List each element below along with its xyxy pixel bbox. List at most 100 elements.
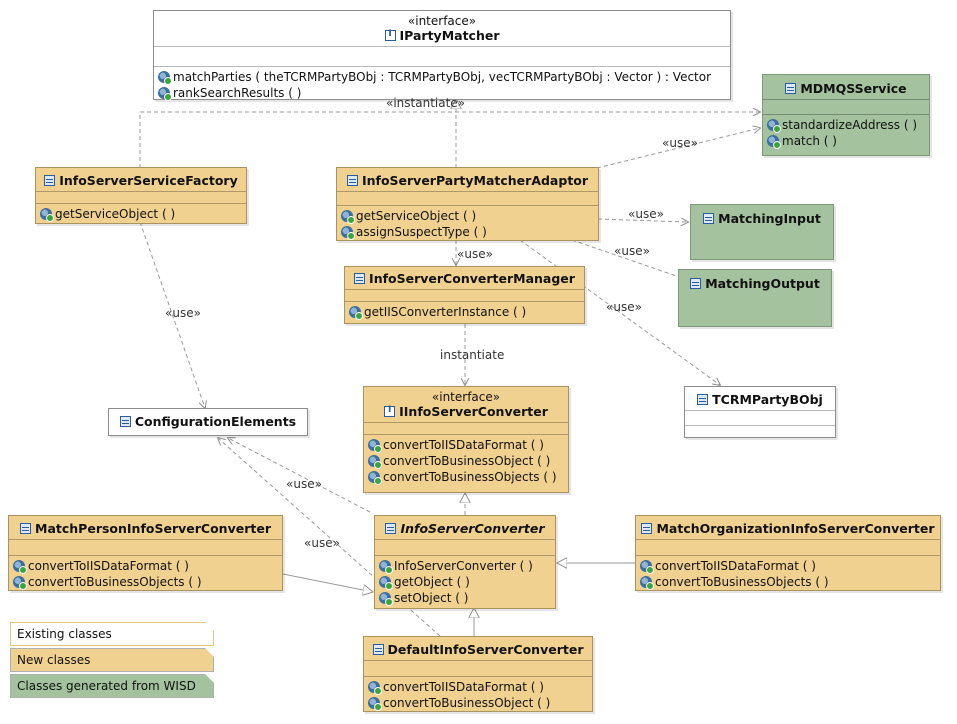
operation[interactable]: assignSuspectType ( ) [341, 224, 594, 240]
operation[interactable]: match ( ) [767, 133, 925, 149]
class-matchpersoninfoserverconverter[interactable]: MatchPersonInfoServerConverter convertTo… [8, 515, 283, 591]
edge-use-iinfo-config [228, 438, 371, 513]
legend-existing-classes: Existing classes [10, 622, 214, 646]
class-header: ConfigurationElements [109, 409, 307, 432]
class-infoserverconvertermanager[interactable]: InfoServerConverterManager getIISConvert… [344, 266, 585, 324]
interface-icon [384, 405, 396, 417]
edge-label-use: «use» [304, 536, 340, 550]
class-header: MatchingInput [691, 205, 833, 229]
class-icon [354, 273, 366, 284]
edge-label-use: «use» [457, 247, 493, 261]
class-infoserverconverter[interactable]: InfoServerConverter InfoServerConverter … [374, 515, 556, 609]
method-icon [368, 455, 382, 469]
operation[interactable]: convertToBusinessObjects ( ) [13, 574, 278, 590]
method-icon [368, 471, 382, 485]
edge-label-instantiate: «instantiate» [386, 96, 466, 110]
class-name: MatchingOutput [705, 276, 820, 291]
operation[interactable]: InfoServerConverter ( ) [379, 558, 551, 574]
class-mdmqsservice[interactable]: MDMQSService standardizeAddress ( ) matc… [762, 74, 930, 156]
operation[interactable]: rankSearchResults ( ) [158, 85, 726, 101]
operation[interactable]: matchParties ( theTCRMPartyBObj : TCRMPa… [158, 69, 726, 85]
class-matchorganizationinfoserverconverter[interactable]: MatchOrganizationInfoServerConverter con… [635, 515, 941, 591]
method-icon [13, 560, 27, 574]
attributes-compartment [337, 191, 598, 205]
class-infoserverpartymatcheradaptor[interactable]: InfoServerPartyMatcherAdaptor getService… [336, 167, 599, 241]
operation[interactable]: getIISConverterInstance ( ) [349, 304, 580, 320]
class-icon [703, 213, 715, 224]
class-name: IPartyMatcher [399, 28, 500, 43]
class-icon [697, 394, 709, 405]
class-header: InfoServerConverterManager [345, 267, 584, 289]
operations-compartment: getIISConverterInstance ( ) [345, 301, 584, 323]
class-header: «interface» IInfoServerConverter [364, 387, 568, 422]
operation[interactable]: convertToBusinessObjects ( ) [640, 574, 936, 590]
legend-wisd-classes: Classes generated from WISD [10, 674, 214, 698]
class-name: MatchPersonInfoServerConverter [35, 521, 271, 536]
class-header: MDMQSService [763, 75, 929, 99]
class-icon [385, 523, 397, 534]
operation[interactable]: standardizeAddress ( ) [767, 117, 925, 133]
class-name: MDMQSService [800, 81, 907, 96]
operation[interactable]: setObject ( ) [379, 590, 551, 606]
class-name: IInfoServerConverter [399, 404, 548, 419]
operation[interactable]: convertToIISDataFormat ( ) [368, 679, 588, 695]
method-icon [640, 576, 654, 590]
class-header: MatchingOutput [679, 270, 831, 294]
operation[interactable]: convertToBusinessObjects ( ) [368, 469, 564, 485]
class-header: InfoServerPartyMatcherAdaptor [337, 168, 598, 191]
operation[interactable]: convertToIISDataFormat ( ) [640, 558, 936, 574]
method-icon [379, 592, 393, 606]
method-icon [368, 697, 382, 711]
operations-compartment: convertToIISDataFormat ( ) convertToBusi… [9, 555, 282, 593]
class-iinfoserverconverter[interactable]: «interface» IInfoServerConverter convert… [363, 386, 569, 493]
class-defaultinfoserverconverter[interactable]: DefaultInfoServerConverter convertToIISD… [363, 636, 593, 712]
class-icon [119, 416, 131, 427]
class-name: TCRMPartyBObj [712, 392, 823, 407]
edge-label-use: «use» [614, 244, 650, 258]
class-ipartymatcher[interactable]: «interface» IPartyMatcher matchParties (… [153, 10, 731, 101]
note-fold-icon [205, 648, 214, 657]
class-matchingoutput[interactable]: MatchingOutput [678, 269, 832, 327]
class-name: MatchingInput [718, 211, 821, 226]
method-icon [158, 71, 172, 85]
attributes-compartment [375, 539, 555, 555]
class-icon [346, 175, 358, 186]
edge-label-use: «use» [165, 306, 201, 320]
attributes-compartment [154, 46, 730, 66]
legend-new-classes: New classes [10, 648, 214, 672]
edge-label-use: «use» [628, 207, 664, 221]
operations-compartment: convertToIISDataFormat ( ) convertToBusi… [364, 434, 568, 488]
class-name: InfoServerServiceFactory [59, 173, 238, 188]
interface-icon [384, 29, 396, 41]
operation[interactable]: getServiceObject ( ) [341, 208, 594, 224]
operation[interactable]: getServiceObject ( ) [40, 206, 242, 222]
method-icon [341, 210, 355, 224]
class-header: MatchPersonInfoServerConverter [9, 516, 282, 539]
class-name: MatchOrganizationInfoServerConverter [656, 521, 935, 536]
attributes-compartment [364, 422, 568, 434]
operation[interactable]: convertToBusinessObject ( ) [368, 695, 588, 711]
operations-compartment: convertToIISDataFormat ( ) convertToBusi… [364, 676, 592, 714]
class-name: InfoServerConverterManager [369, 271, 575, 286]
class-name: InfoServerPartyMatcherAdaptor [361, 173, 589, 188]
class-matchinginput[interactable]: MatchingInput [690, 204, 834, 260]
operation[interactable]: convertToBusinessObject ( ) [368, 453, 564, 469]
class-infoserverservicefactory[interactable]: InfoServerServiceFactory getServiceObjec… [35, 167, 247, 224]
method-icon [767, 135, 781, 149]
method-icon [341, 226, 355, 240]
operations-compartment: standardizeAddress ( ) match ( ) [763, 114, 929, 152]
operation[interactable]: convertToIISDataFormat ( ) [13, 558, 278, 574]
attributes-compartment [763, 99, 929, 114]
class-icon [44, 175, 56, 186]
edge-extend-person-infoconv [282, 573, 373, 592]
operation[interactable]: convertToIISDataFormat ( ) [368, 437, 564, 453]
operations-compartment [685, 425, 835, 440]
attributes-compartment [636, 539, 940, 555]
attributes-compartment [9, 539, 282, 555]
method-icon [349, 306, 363, 320]
class-configurationelements[interactable]: ConfigurationElements [108, 408, 308, 436]
class-tcrmpartybobj[interactable]: TCRMPartyBObj [684, 386, 836, 438]
operation[interactable]: getObject ( ) [379, 574, 551, 590]
attributes-compartment [36, 191, 246, 203]
class-name: ConfigurationElements [134, 414, 297, 429]
